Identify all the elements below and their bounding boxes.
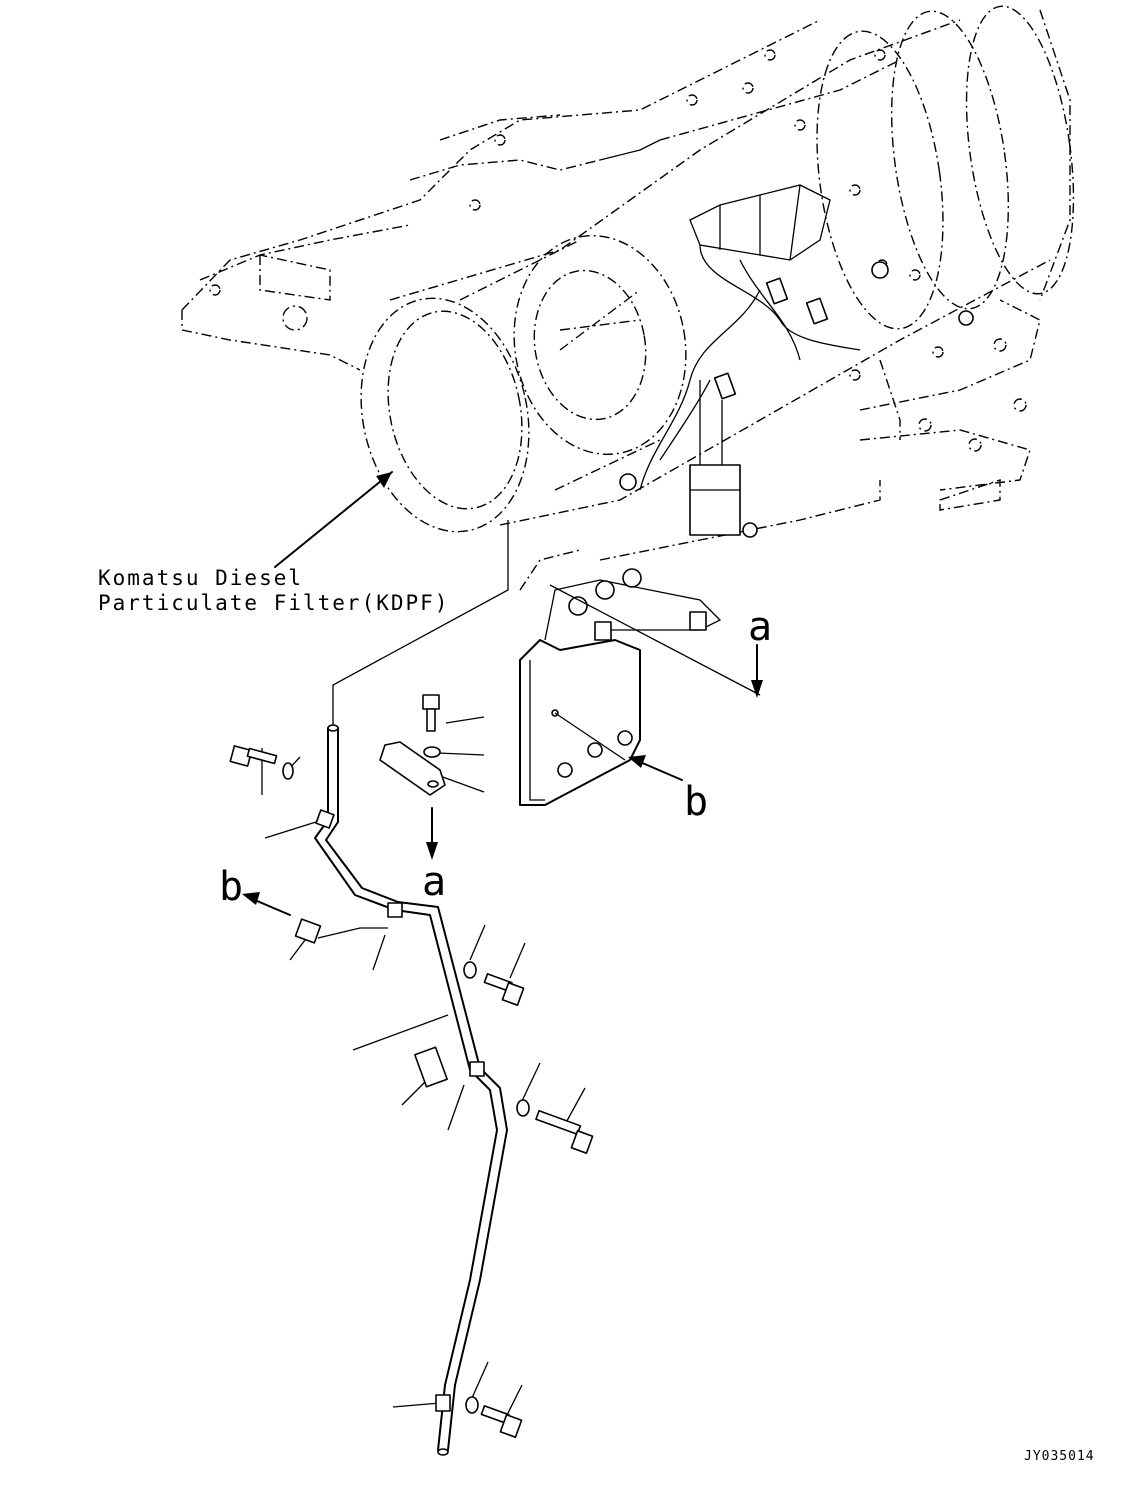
view-label-b-upper: b bbox=[684, 779, 708, 825]
washer-upper bbox=[423, 746, 441, 758]
leader-lines bbox=[242, 471, 763, 1416]
washer-bottom bbox=[465, 1396, 479, 1414]
spacer-left bbox=[294, 918, 322, 944]
bolt-upper bbox=[422, 694, 440, 732]
view-label-a-upper: a bbox=[748, 604, 772, 650]
mounting-bracket bbox=[519, 568, 722, 806]
drawing-code: JY035014 bbox=[1024, 1449, 1095, 1464]
kdpf-callout-leader bbox=[274, 471, 393, 568]
washer-lower bbox=[516, 1099, 530, 1117]
view-b-arrowhead bbox=[628, 755, 646, 768]
hose-connection-line bbox=[332, 520, 509, 730]
tube-clamp-upper bbox=[315, 809, 335, 829]
tube-clamp-lower bbox=[469, 1061, 485, 1077]
washer-left bbox=[282, 762, 294, 780]
sensor-wiring bbox=[599, 139, 974, 538]
view-b-arrow-shaft bbox=[639, 761, 683, 781]
kdpf-arrowhead bbox=[376, 472, 392, 488]
bolt-mid bbox=[483, 973, 525, 1006]
tube-clamp-bottom bbox=[435, 1394, 451, 1412]
kdpf-phantom bbox=[360, 5, 1075, 533]
view-a-arrowhead bbox=[751, 680, 763, 698]
view-label-b-lower: b bbox=[219, 864, 243, 910]
view-label-a-lower: a bbox=[422, 859, 446, 905]
hardware bbox=[229, 694, 594, 1438]
sensor-tube bbox=[314, 724, 508, 1456]
bolt-bottom bbox=[480, 1405, 523, 1438]
spacer-lower bbox=[414, 1046, 448, 1088]
bolt-left bbox=[229, 745, 278, 767]
tube-clamp-mid bbox=[387, 902, 403, 918]
view-a-line bbox=[549, 584, 761, 696]
washer-mid bbox=[463, 961, 477, 979]
kdpf-callout-line2: Particulate Filter(KDPF) bbox=[98, 591, 449, 615]
kdpf-callout-line1: Komatsu Diesel bbox=[98, 566, 303, 590]
bolt-lower bbox=[535, 1109, 594, 1154]
machine-frame-phantom bbox=[181, 19, 1041, 591]
